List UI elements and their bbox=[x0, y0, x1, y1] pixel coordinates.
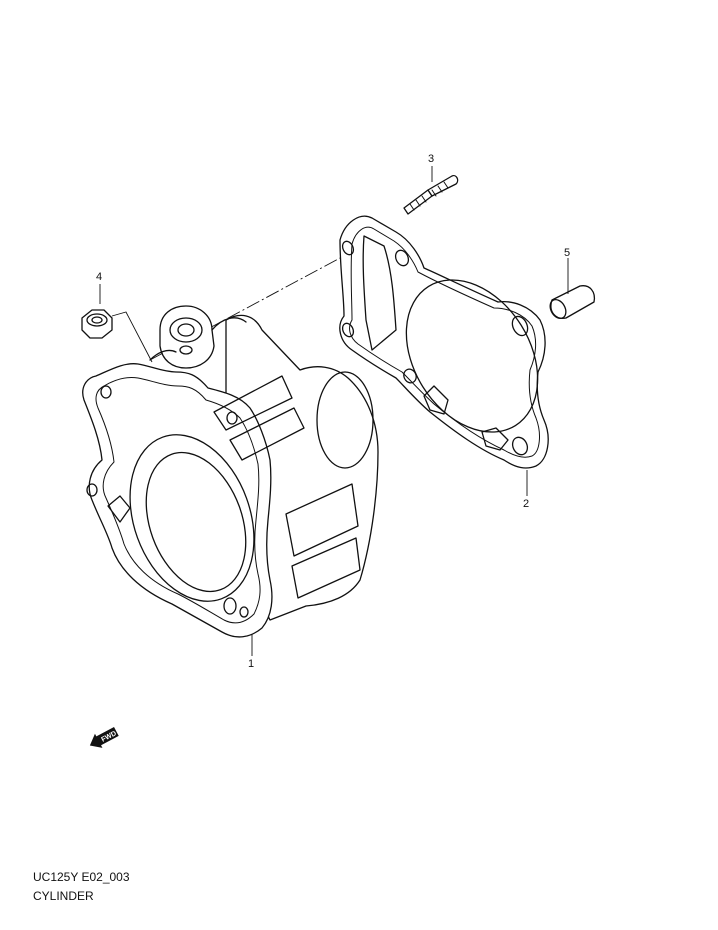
forward-arrow-icon: FWD bbox=[89, 727, 119, 748]
cylinder-drawing bbox=[82, 305, 379, 638]
callout-cylinder: 1 bbox=[248, 658, 254, 670]
callout-dowel-pin: 5 bbox=[564, 247, 570, 259]
callout-nut: 4 bbox=[96, 271, 102, 283]
stud-drawing bbox=[403, 174, 459, 215]
nut-drawing bbox=[81, 309, 113, 339]
diagram-title: CYLINDER bbox=[33, 889, 94, 903]
gasket-drawing bbox=[339, 215, 549, 469]
callout-stud: 3 bbox=[428, 153, 434, 165]
diagram-code: UC125Y E02_003 bbox=[33, 870, 130, 884]
callout-gasket: 2 bbox=[523, 498, 529, 510]
dowel-pin-drawing bbox=[549, 285, 596, 319]
fwd-label: FWD bbox=[100, 730, 117, 744]
leader-line-4b bbox=[111, 311, 153, 363]
